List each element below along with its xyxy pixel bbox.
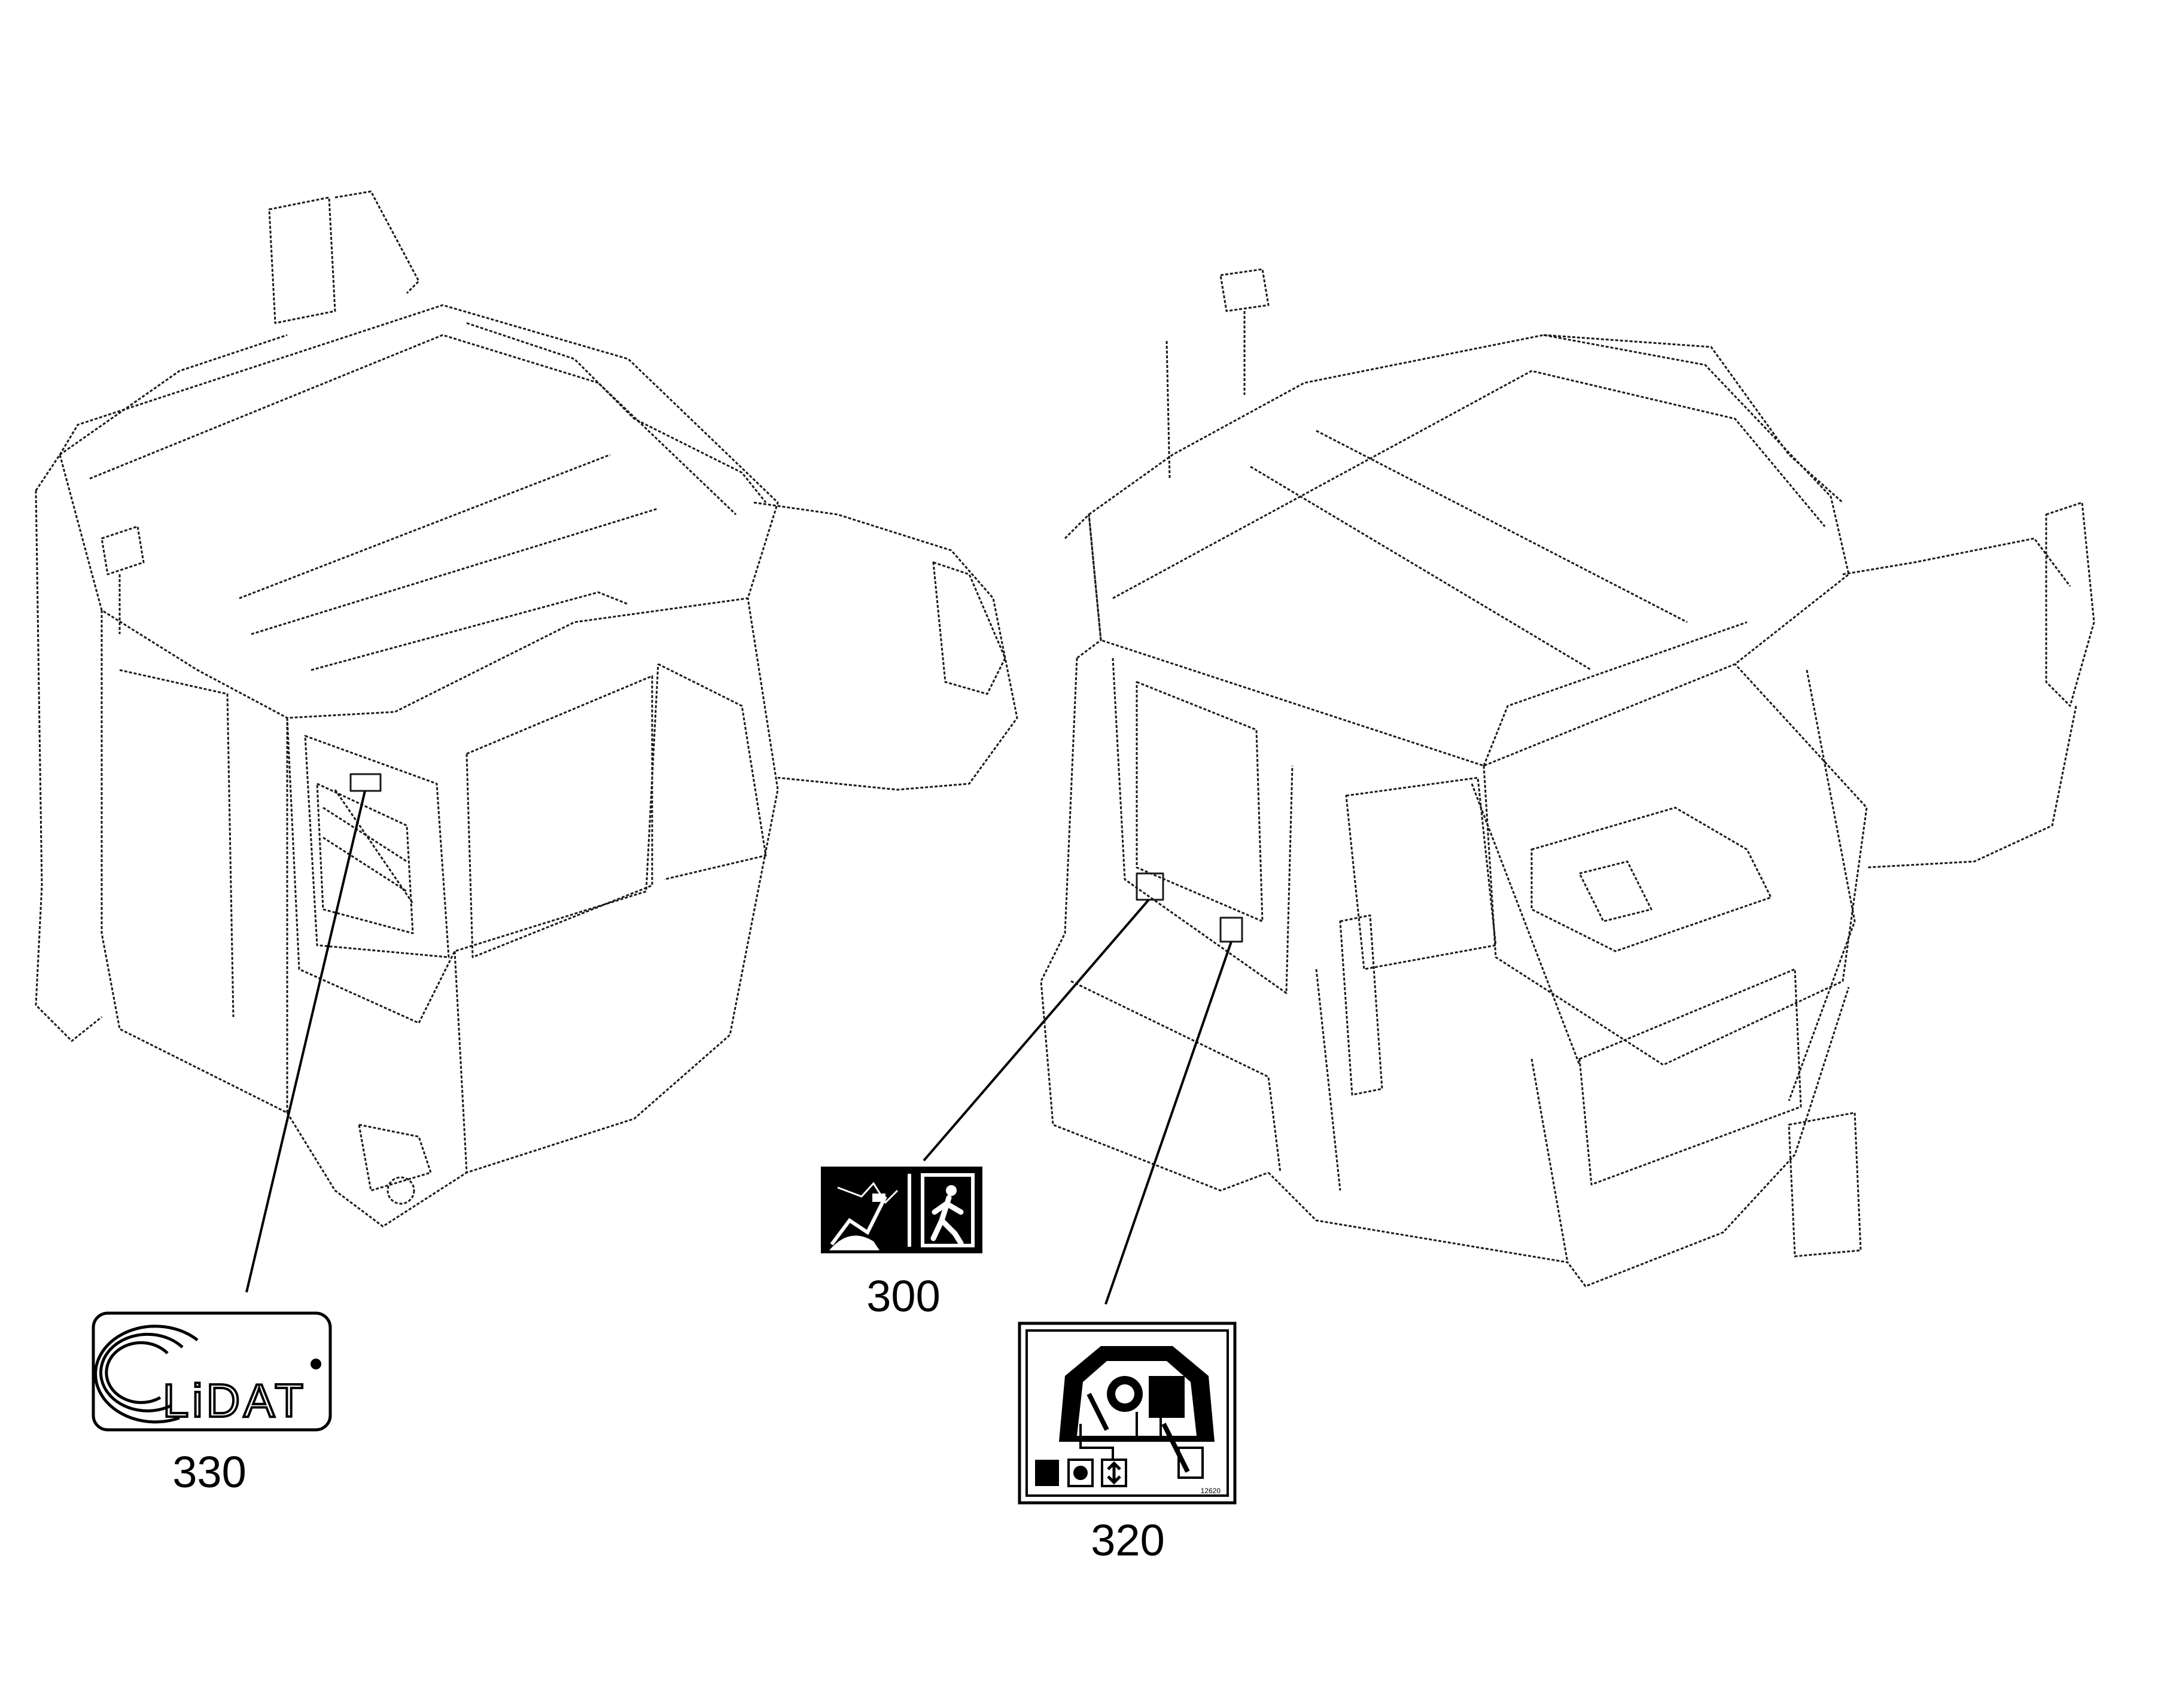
- right-cab-illustration: [1040, 268, 2095, 1287]
- lidat-logo-text: LiDAT: [163, 1374, 307, 1427]
- leader-line-330: [245, 790, 366, 1293]
- control-layout-decal-icon: 12620: [1018, 1322, 1237, 1505]
- emergency-exit-decal-icon: [821, 1167, 982, 1253]
- callout-number-330: 330: [172, 1447, 246, 1497]
- callout-number-300: 300: [866, 1271, 940, 1321]
- leader-line-300: [923, 899, 1150, 1162]
- left-cab-illustration: [35, 190, 1018, 1228]
- decal-330: LiDAT 330: [92, 1311, 332, 1497]
- lidat-logo-decal-icon: LiDAT: [92, 1311, 332, 1432]
- callout-number-320: 320: [1091, 1515, 1164, 1565]
- decal-part-code: 12620: [1201, 1487, 1221, 1495]
- decal-300: 300: [821, 1167, 982, 1321]
- decal-320: 12620 320: [1018, 1322, 1237, 1565]
- leader-line-320: [1104, 941, 1232, 1305]
